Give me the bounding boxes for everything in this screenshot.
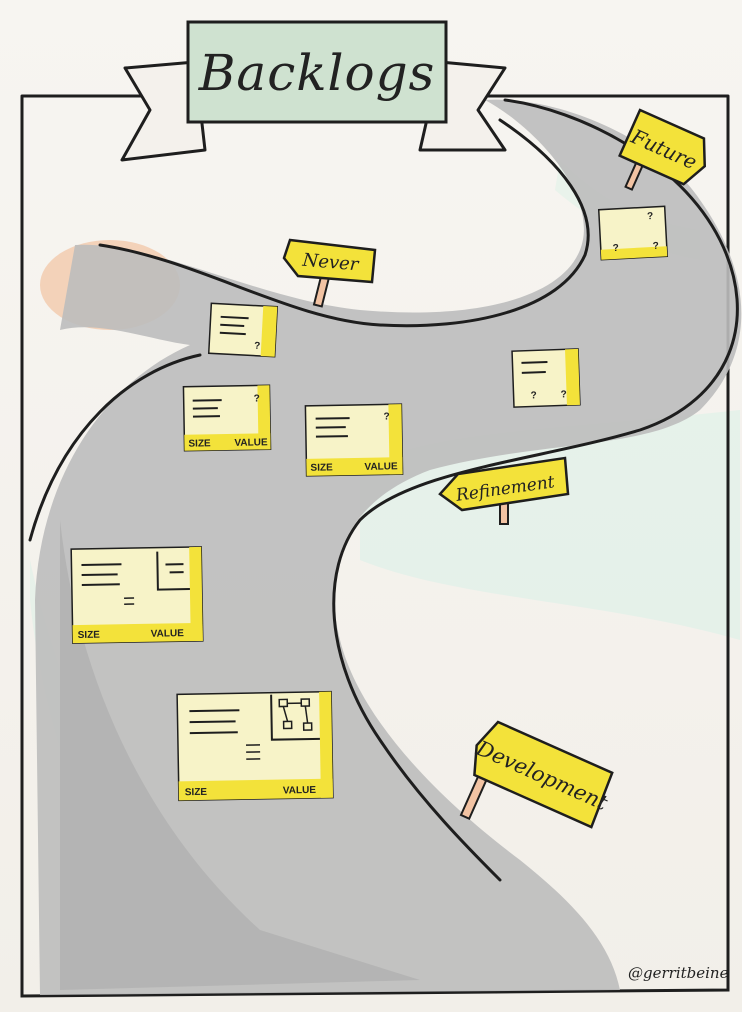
card-question: ?: [254, 393, 260, 404]
card-value-label: VALUE: [151, 628, 185, 640]
sign-board: [438, 456, 570, 512]
card-text-line: [192, 399, 222, 402]
card-text-line: [219, 331, 246, 336]
card-text-line: [315, 435, 348, 438]
card-stripe-right: [189, 546, 203, 642]
card-question: ?: [612, 243, 619, 254]
card-stripe-bottom: [72, 622, 203, 644]
card-stripe-bottom: [184, 433, 271, 451]
sign-board: [282, 238, 377, 284]
card-question: ?: [384, 411, 390, 422]
card-value-label: VALUE: [234, 437, 268, 449]
sign-refinement: Refinement: [438, 456, 570, 525]
card-question: ?: [530, 390, 536, 401]
sign-never: Never: [282, 238, 377, 308]
sign-board: [473, 720, 614, 829]
card-stripe-bottom: [306, 457, 403, 476]
page-title: Backlogs: [198, 44, 436, 102]
card-value-label: VALUE: [364, 461, 398, 473]
card-size-label: SIZE: [310, 462, 333, 473]
banner-ribbon-left: [120, 60, 207, 162]
card-left-large: SIZE VALUE: [70, 546, 204, 644]
card-diagram-line: [304, 705, 309, 724]
card-question: ?: [560, 389, 566, 400]
sign-future: Future: [618, 108, 707, 191]
card-size-label: SIZE: [188, 438, 211, 449]
sign-post: [459, 775, 488, 820]
card-question: ?: [254, 341, 261, 352]
card-text-line: [220, 323, 245, 328]
card-stripe: [565, 348, 580, 406]
card-future: ? ? ?: [597, 205, 669, 261]
card-stripe-bottom: [178, 778, 333, 801]
card-stripe: [600, 246, 668, 260]
card-text-line: [315, 426, 346, 429]
road-edge-left: [28, 353, 202, 542]
card-question: ?: [652, 241, 659, 252]
card-diagram-box: [270, 694, 320, 741]
road-shading: [60, 520, 420, 990]
card-text-line: [189, 709, 240, 713]
card-middle: ? SIZE VALUE: [304, 403, 404, 477]
card-bottom-large: SIZE VALUE: [176, 690, 334, 802]
card-left-small: ? SIZE VALUE: [182, 384, 272, 452]
card-text-line: [189, 720, 236, 724]
card-value-label: VALUE: [283, 785, 317, 797]
card-text-line: [81, 573, 118, 576]
card-text-line: [189, 731, 238, 735]
card-text-line: [81, 563, 122, 566]
card-stripe: [260, 306, 278, 357]
card-question: ?: [647, 211, 654, 222]
card-text-line: [315, 417, 350, 420]
author-credit: @gerritbeine: [628, 964, 729, 982]
banner-body: [186, 20, 448, 124]
card-text-line: [81, 583, 120, 586]
card-right: ? ?: [511, 348, 581, 408]
card-text-line: [521, 360, 548, 364]
card-text-line: [220, 315, 249, 320]
card-diagram-line: [282, 706, 289, 722]
card-stripe-right: [388, 404, 403, 475]
card-never: ?: [207, 302, 279, 358]
card-size-label: SIZE: [185, 787, 208, 798]
card-diagram-box: [156, 551, 190, 591]
card-text-line: [521, 371, 546, 374]
road-edge-right: [332, 98, 739, 882]
card-stripe-right: [319, 691, 333, 798]
road-edge-upper: [98, 118, 590, 328]
sign-label-never: Never: [301, 250, 361, 276]
title-banner: Backlogs: [120, 20, 507, 162]
frame-border: [20, 94, 730, 998]
card-size-label: SIZE: [78, 630, 101, 641]
sign-board: [618, 108, 707, 186]
